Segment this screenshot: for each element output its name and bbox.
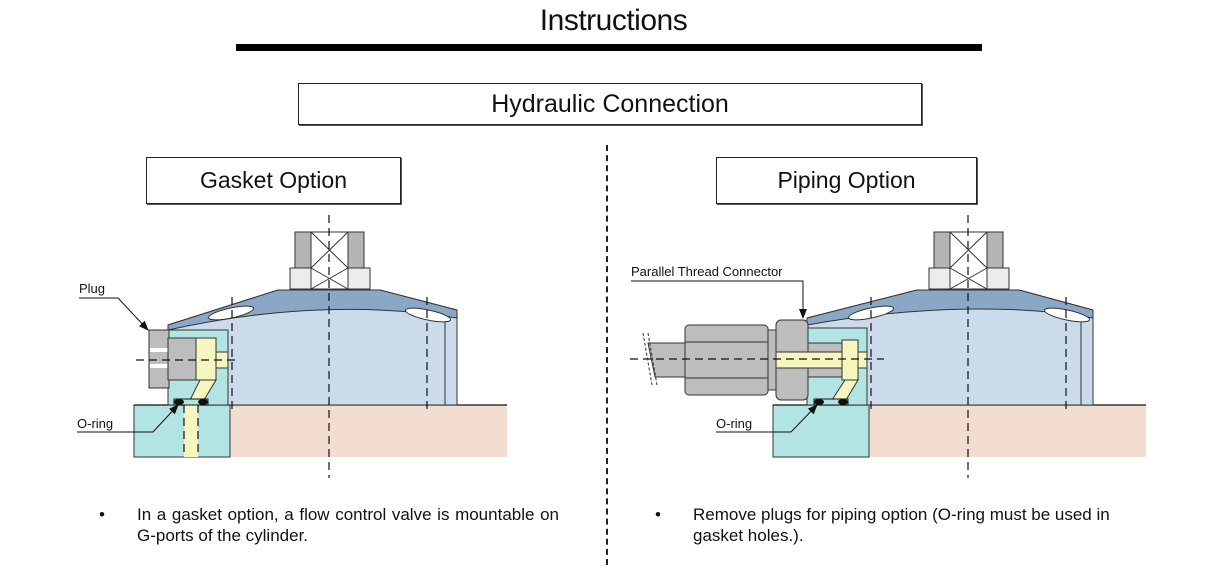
oring [174,399,184,405]
piping-bullet: • Remove plugs for piping option (O-ring… [655,504,1155,548]
bullet-glyph: • [655,505,661,524]
oring [814,399,824,405]
plug-label: Plug [79,281,105,296]
gasket-bullet-text: In a gasket option, a flow control valve… [137,505,559,545]
piping-heading: Piping Option [777,167,916,193]
title-underline [236,44,982,51]
connector-label: Parallel Thread Connector [631,264,783,279]
panel-divider [606,145,608,565]
connector-nut [684,324,769,396]
piping-oring-label: O-ring [716,416,752,431]
pipe [647,342,686,378]
page-title: Instructions [539,4,688,37]
base-plate [230,405,507,457]
piping-bullet-text: Remove plugs for piping option (O-ring m… [693,505,1110,545]
gasket-oring-label: O-ring [77,416,113,431]
bullet-glyph: • [99,505,105,524]
cylinder-top [806,289,1094,326]
gasket-bullet: • In a gasket option, a flow control val… [99,504,561,548]
base-plate [869,405,1146,457]
gasket-heading-box: Gasket Option [146,157,401,204]
piping-heading-box: Piping Option [716,157,977,204]
manifold-block [772,404,870,458]
section-title: Hydraulic Connection [491,90,729,118]
section-title-box: Hydraulic Connection [298,83,922,125]
manifold-block [133,404,231,458]
gasket-heading: Gasket Option [199,167,348,193]
cylinder-top [167,289,458,331]
